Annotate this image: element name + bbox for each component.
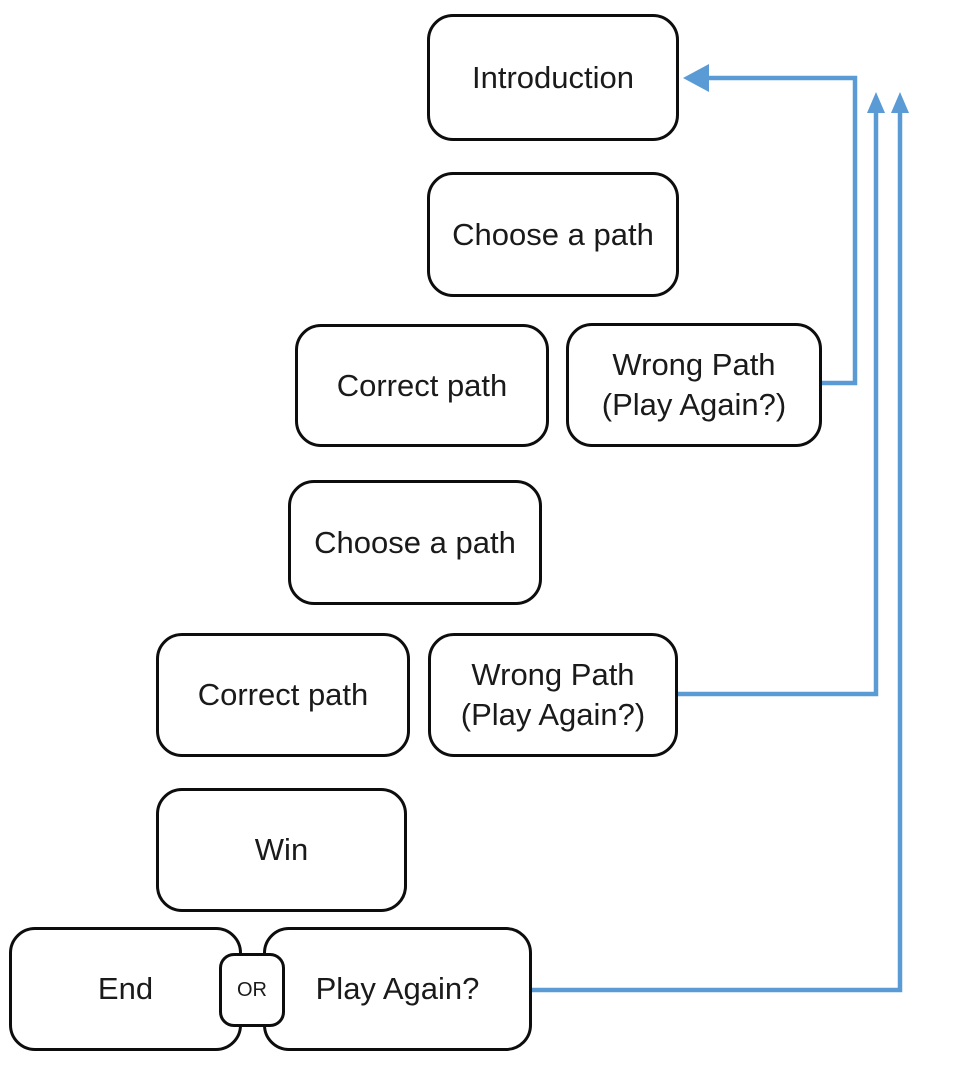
- node-choose-a-path-2: Choose a path: [288, 480, 542, 605]
- node-correct-path-2: Correct path: [156, 633, 410, 757]
- node-choose-a-path-1: Choose a path: [427, 172, 679, 297]
- arrowhead-up-icon: [891, 92, 909, 113]
- or-connector-badge: OR: [219, 953, 285, 1027]
- arrowhead-left-icon: [683, 64, 709, 92]
- node-win: Win: [156, 788, 407, 912]
- node-correct-path-1: Correct path: [295, 324, 549, 447]
- node-wrong-path-1: Wrong Path (Play Again?): [566, 323, 822, 447]
- node-wrong-path-2: Wrong Path (Play Again?): [428, 633, 678, 757]
- arrowhead-up-icon: [867, 92, 885, 113]
- node-introduction: Introduction: [427, 14, 679, 141]
- node-play-again: Play Again?: [263, 927, 532, 1051]
- node-end: End: [9, 927, 242, 1051]
